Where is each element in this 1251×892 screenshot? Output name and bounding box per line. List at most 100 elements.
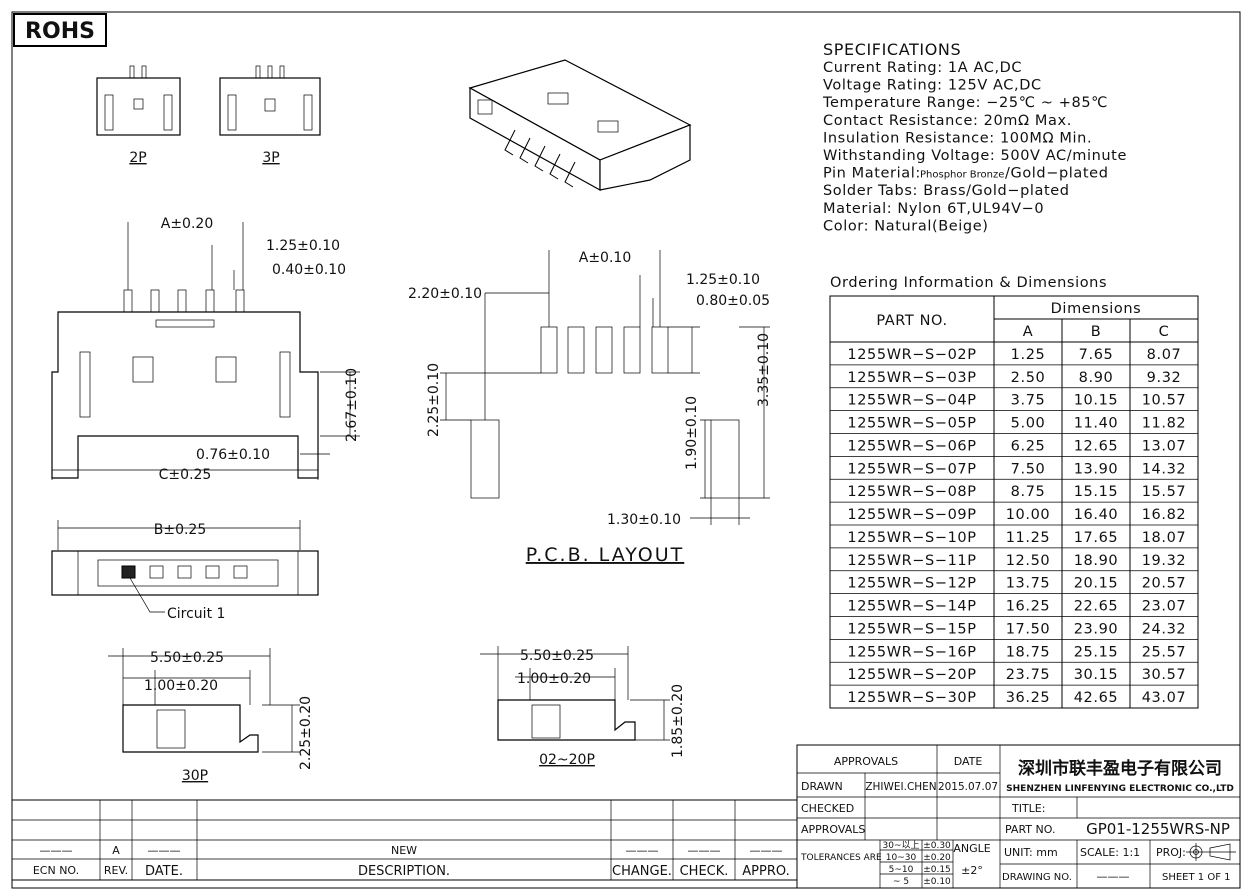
dim-side20-pitch: 1.00±0.20 xyxy=(517,671,591,687)
part-no-cell: 1255WR−S−15P xyxy=(847,621,976,637)
tolerance-range: 10~30 xyxy=(886,853,917,863)
dimension-cell: 20.15 xyxy=(1074,576,1119,592)
projection-symbol-icon xyxy=(1186,843,1236,861)
table-row: 1255WR−S−10P 11.25 17.65 18.07 xyxy=(847,530,1187,546)
company-name-en: SHENZHEN LINFENYING ELECTRONIC CO.,LTD xyxy=(1006,784,1234,794)
dimension-cell: 16.82 xyxy=(1142,507,1187,523)
bottom-view: B±0.25 Circuit 1 xyxy=(51,520,319,622)
front-view: A±0.20 1.25±0.10 0.40±0.10 2.67±0.10 0.7… xyxy=(51,216,360,483)
dimension-cell: 18.75 xyxy=(1006,644,1051,660)
rohs-badge: ROHS xyxy=(13,13,107,47)
dim-pcb-a: A±0.10 xyxy=(579,250,631,266)
tolerance-value: ±0.10 xyxy=(923,877,951,887)
tb-angle-label: ANGLE xyxy=(953,842,990,855)
col-c-header: C xyxy=(1159,324,1170,340)
dimension-cell: 9.32 xyxy=(1147,370,1182,386)
dim-side30-height: 2.25±0.20 xyxy=(298,696,314,770)
tb-scale: SCALE: 1:1 xyxy=(1080,846,1140,859)
sheet-border xyxy=(11,11,1241,889)
dimension-cell: 11.25 xyxy=(1006,530,1051,546)
dim-pcb-v1: 2.25±0.10 xyxy=(426,363,442,437)
dimension-cell: 20.57 xyxy=(1142,576,1187,592)
rev-ecn-value: ——— xyxy=(40,844,73,857)
dim-front-c: C±0.25 xyxy=(159,467,212,483)
title-block: APPROVALS DATE DRAWN ZHIWEI.CHEN 2015.07… xyxy=(796,744,1241,889)
dimension-cell: 17.65 xyxy=(1074,530,1119,546)
part-no-cell: 1255WR−S−12P xyxy=(847,576,976,592)
spec-title: SPECIFICATIONS xyxy=(823,40,961,59)
view-label-2p: 2P xyxy=(129,150,146,166)
dim-pcb-pad-width: 0.80±0.05 xyxy=(696,293,770,309)
tb-part-no-label: PART NO. xyxy=(1005,823,1055,836)
dimension-cell: 17.50 xyxy=(1006,621,1051,637)
tb-angle-tol: ±2° xyxy=(961,864,983,877)
tb-proj-label: PROJ: xyxy=(1156,846,1186,859)
dimension-cell: 22.65 xyxy=(1074,599,1119,615)
rev-appro-value: ——— xyxy=(750,844,783,857)
tb-unit: UNIT: mm xyxy=(1004,846,1058,859)
dim-front-pin: 0.40±0.10 xyxy=(272,262,346,278)
rev-rev-value: A xyxy=(112,844,120,857)
dimension-cell: 2.50 xyxy=(1011,370,1046,386)
spec-line: Current Rating: 1A AC,DC xyxy=(823,60,1022,76)
rev-appro-header: APPRO. xyxy=(742,864,789,879)
dimension-cell: 10.57 xyxy=(1142,393,1187,409)
dim-front-height: 2.67±0.10 xyxy=(344,368,360,442)
spec-line: Pin Material: xyxy=(823,166,921,182)
rohs-text: ROHS xyxy=(25,19,95,44)
part-no-cell: 1255WR−S−07P xyxy=(847,461,976,477)
iso-connector-view xyxy=(468,59,692,192)
dimension-cell: 10.15 xyxy=(1074,393,1119,409)
spec-line: Contact Resistance: 20mΩ Max. xyxy=(823,113,1072,129)
spec-line: Insulation Resistance: 100MΩ Min. xyxy=(823,130,1092,146)
dimension-cell: 19.32 xyxy=(1142,553,1187,569)
dimension-cell: 42.65 xyxy=(1074,690,1119,706)
tb-drawing-no: ——— xyxy=(1097,870,1130,883)
dimension-cell: 8.90 xyxy=(1079,370,1114,386)
tolerance-value: ±0.20 xyxy=(923,853,951,863)
part-no-cell: 1255WR−S−20P xyxy=(847,667,976,683)
rev-description-header: DESCRIPTION. xyxy=(358,864,450,879)
dimension-cell: 43.07 xyxy=(1142,690,1187,706)
dimension-cell: 12.50 xyxy=(1006,553,1051,569)
dimension-cell: 25.57 xyxy=(1142,644,1187,660)
dimension-cell: 23.90 xyxy=(1074,621,1119,637)
tolerance-range: 5~10 xyxy=(889,865,914,875)
col-b-header: B xyxy=(1091,324,1102,340)
tb-date-header: DATE xyxy=(954,755,983,768)
side-view-02-20p: 5.50±0.25 1.00±0.20 1.85±0.20 02~20P xyxy=(480,646,686,768)
dim-side20-height: 1.85±0.20 xyxy=(670,684,686,758)
dim-side30-pitch: 1.00±0.20 xyxy=(144,678,218,694)
dimension-cell: 18.07 xyxy=(1142,530,1187,546)
tolerance-range: ~ 5 xyxy=(893,877,909,887)
rev-rev-header: REV. xyxy=(104,864,128,877)
dim-pcb-offset: 2.20±0.10 xyxy=(408,286,482,302)
spec-line: Color: Natural(Beige) xyxy=(823,218,989,234)
dimension-cell: 18.90 xyxy=(1074,553,1119,569)
tb-approvals-header: APPROVALS xyxy=(834,755,898,768)
dimension-cell: 30.15 xyxy=(1074,667,1119,683)
dimension-cell: 12.65 xyxy=(1074,438,1119,454)
tolerance-range: 30~以上 xyxy=(883,840,920,851)
part-no-cell: 1255WR−S−02P xyxy=(847,347,976,363)
part-no-cell: 1255WR−S−08P xyxy=(847,484,976,500)
dimension-cell: 15.15 xyxy=(1074,484,1119,500)
dimension-cell: 5.00 xyxy=(1011,416,1046,432)
dimension-cell: 13.75 xyxy=(1006,576,1051,592)
part-no-cell: 1255WR−S−10P xyxy=(847,530,976,546)
dimension-cell: 13.90 xyxy=(1074,461,1119,477)
pin-material-rest: /Gold−plated xyxy=(1005,166,1109,182)
dimension-cell: 30.57 xyxy=(1142,667,1187,683)
tolerance-value: ±0.15 xyxy=(923,865,951,875)
part-no-cell: 1255WR−S−30P xyxy=(847,690,976,706)
spec-line: Voltage Rating: 125V AC,DC xyxy=(823,78,1042,94)
rev-description-value: NEW xyxy=(391,844,417,857)
